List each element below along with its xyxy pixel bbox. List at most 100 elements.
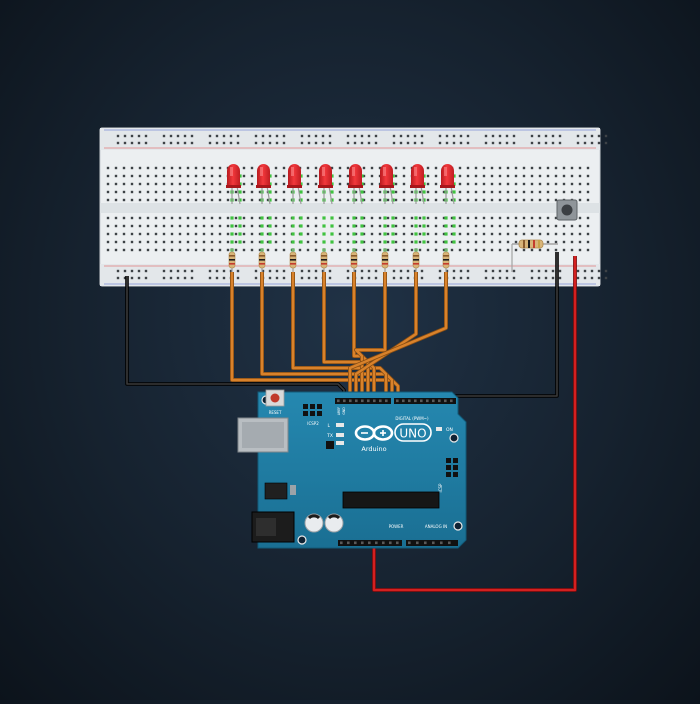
breadboard-rail-hole [321,269,325,273]
breadboard-rail-hole [215,276,219,280]
breadboard-rail-hole [604,134,608,138]
breadboard-hole [482,174,486,178]
breadboard-hole [402,190,406,194]
analog-label: ANALOG IN [425,524,447,529]
breadboard-hole [146,166,150,170]
breadboard-hole [554,190,558,194]
breadboard-hole [394,224,398,228]
breadboard-hole [210,240,214,244]
breadboard-rail-hole [484,141,488,145]
header-pin [416,541,419,545]
breadboard-rail-hole [215,269,219,273]
breadboard-hole [354,216,358,220]
breadboard-active-hole [291,232,295,236]
pull-down-resistor [511,239,558,272]
breadboard-hole [426,216,430,220]
breadboard-rail-hole [466,269,470,273]
l-led [336,423,344,427]
breadboard-hole [482,182,486,186]
breadboard-hole [258,216,262,220]
breadboard-hole [138,190,142,194]
breadboard-rail-hole [604,141,608,145]
breadboard-rail-hole [604,276,608,280]
breadboard-hole [458,174,462,178]
breadboard-rail-hole [374,269,378,273]
breadboard-hole [130,198,134,202]
arduino-brand-label: Arduino [361,445,386,453]
led-lead [358,185,363,205]
breadboard-hole [154,216,158,220]
breadboard-rail-hole [254,276,258,280]
breadboard-active-hole [268,198,272,202]
breadboard-hole [314,198,318,202]
breadboard-rail-hole [551,276,555,280]
breadboard-hole [346,166,350,170]
breadboard-hole [274,198,278,202]
breadboard-hole [418,248,422,252]
breadboard-hole [274,174,278,178]
breadboard-hole [346,216,350,220]
header-pin [450,399,453,403]
breadboard-hole [418,240,422,244]
top-power-rail [100,128,600,150]
led-highlight [383,167,386,176]
breadboard-rail-hole [498,269,502,273]
breadboard-hole [250,198,254,202]
breadboard-active-hole [452,216,456,220]
breadboard-hole [442,240,446,244]
breadboard-rail-hole [367,276,371,280]
breadboard-hole [306,182,310,186]
header-pin [389,541,392,545]
breadboard-hole [402,240,406,244]
led-lead [328,185,333,205]
breadboard-rail-hole [576,269,580,273]
breadboard-hole [338,216,342,220]
breadboard-hole [346,248,350,252]
breadboard-hole [314,166,318,170]
breadboard-hole [362,240,366,244]
breadboard-hole [458,240,462,244]
breadboard-hole [522,232,526,236]
breadboard-hole [226,248,230,252]
breadboard-rail-hole [367,269,371,273]
header-pin [414,399,417,403]
breadboard-rail-hole [505,276,509,280]
header-pin [420,399,423,403]
breadboard-hole [554,174,558,178]
breadboard-hole [234,216,238,220]
breadboard-hole [186,166,190,170]
breadboard-hole [570,248,574,252]
breadboard-hole [274,190,278,194]
breadboard-hole [282,248,286,252]
breadboard-hole [146,240,150,244]
breadboard-hole [226,198,230,202]
breadboard-active-hole [360,190,364,194]
breadboard-rail-hole [190,141,194,145]
breadboard-hole [346,198,350,202]
resistor-band [382,263,388,265]
breadboard-hole [530,198,534,202]
breadboard-hole [474,232,478,236]
breadboard-active-hole [238,216,242,220]
breadboard-hole [146,232,150,236]
icsp-pin [453,465,458,470]
led-dome [349,164,362,178]
breadboard-hole [162,198,166,202]
led-dome [227,164,240,178]
breadboard-hole [170,182,174,186]
breadboard-rail-hole [360,269,364,273]
breadboard-hole [482,248,486,252]
breadboard-rail-hole [551,269,555,273]
header-pin [373,399,376,403]
breadboard-rail-hole [420,141,424,145]
breadboard-hole [114,166,118,170]
icsp-label: ICSP [438,483,443,493]
breadboard-hole [538,248,542,252]
breadboard-rail-hole [328,269,332,273]
breadboard-rail-hole [275,276,279,280]
push-button[interactable] [556,199,578,221]
breadboard-active-hole [352,224,356,228]
breadboard-hole [506,166,510,170]
breadboard-hole [114,240,118,244]
header-pin [347,541,350,545]
